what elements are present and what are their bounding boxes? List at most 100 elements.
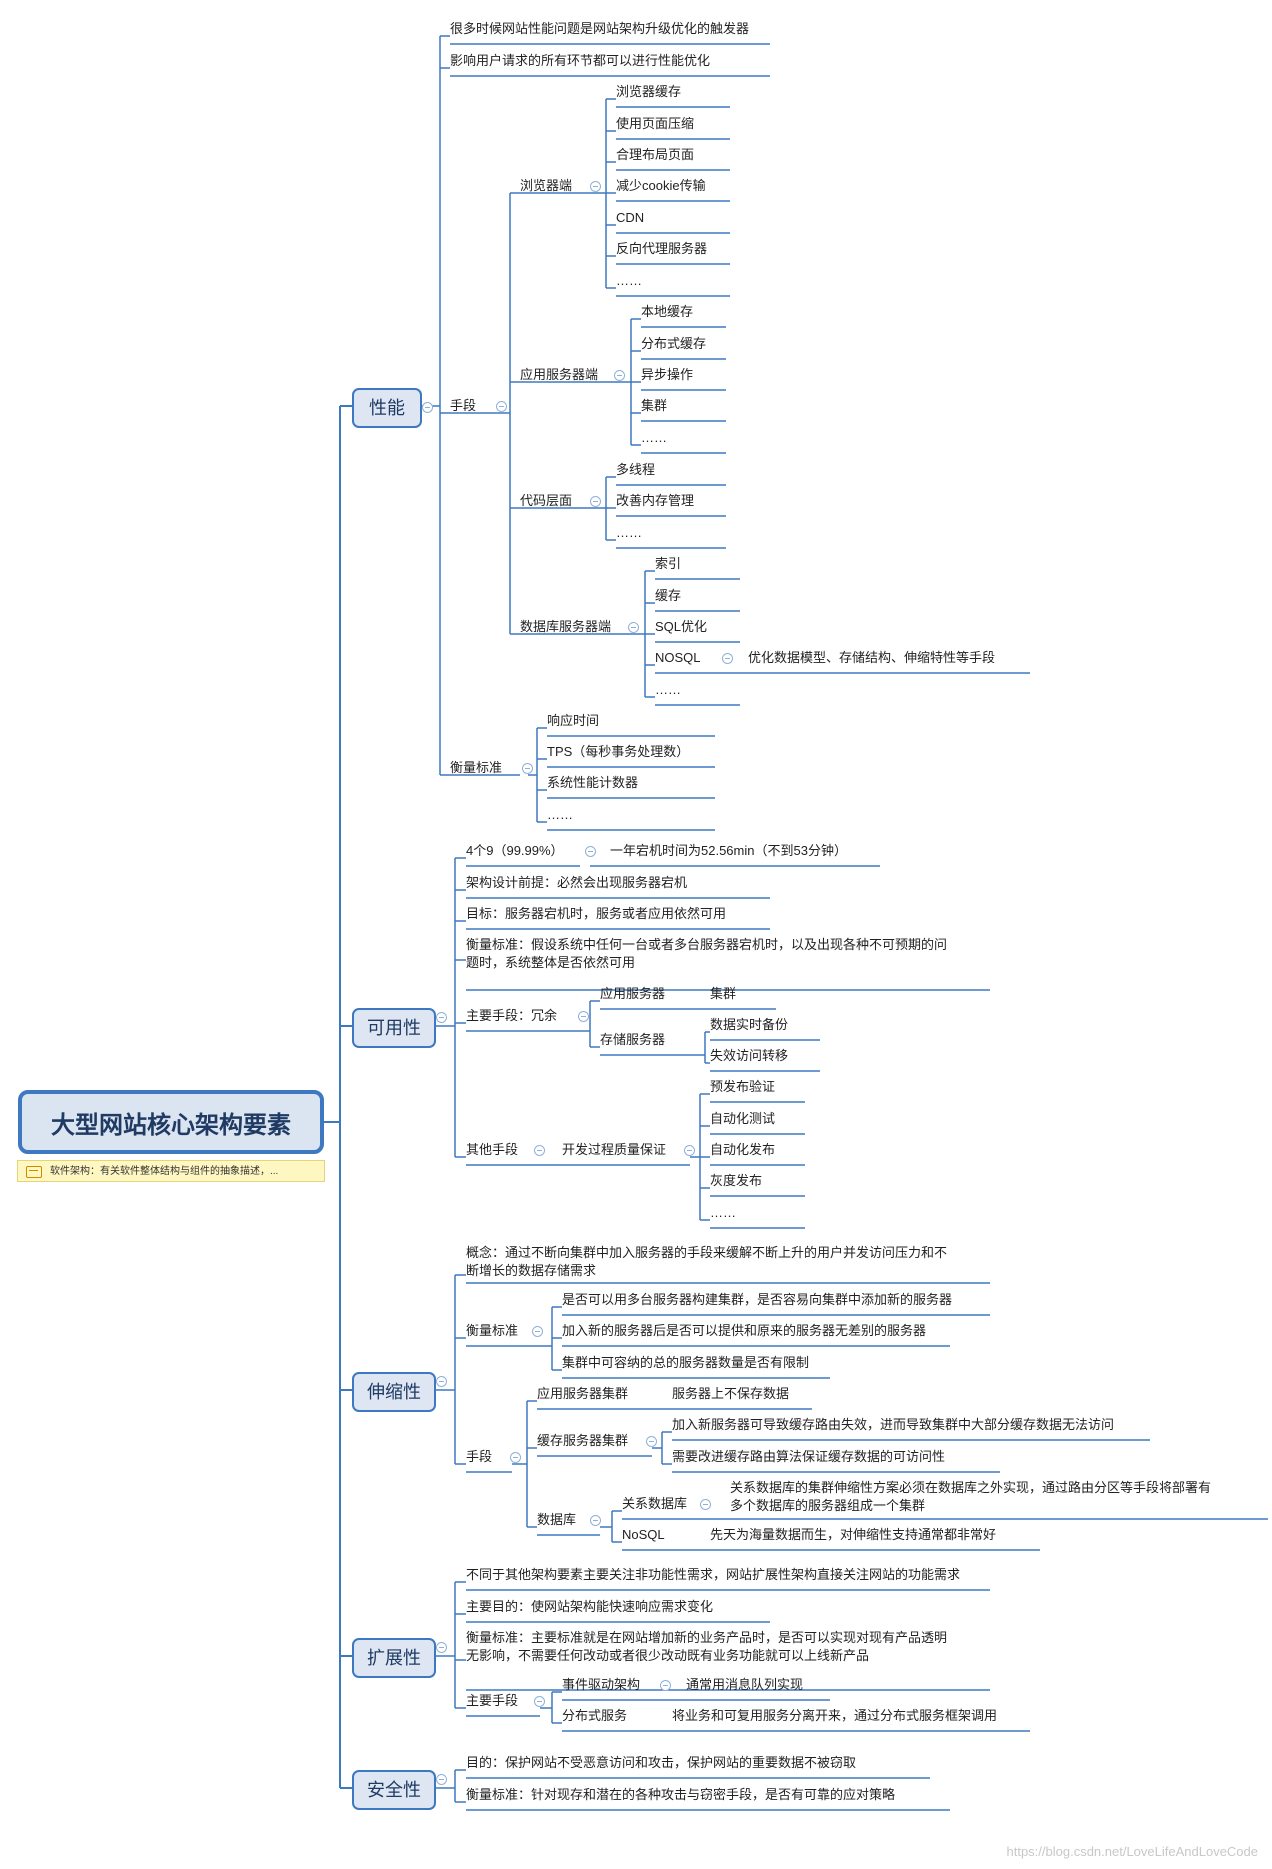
app-item: ……	[641, 430, 667, 445]
scal-nosql-item: 先天为海量数据而生，对伸缩性支持通常都非常好	[710, 1527, 997, 1542]
dev-item: 预发布验证	[710, 1079, 776, 1094]
collapse-icon[interactable]	[590, 1515, 601, 1526]
collapse-icon[interactable]	[422, 402, 433, 413]
db-item: 缓存	[655, 588, 682, 603]
collapse-icon[interactable]	[628, 622, 639, 633]
ext-measure: 衡量标准：主要标准就是在网站增加新的业务产品时，是否可以实现对现有产品透明无影响…	[466, 1630, 948, 1663]
collapse-icon[interactable]	[585, 846, 596, 857]
avail-premise: 架构设计前提：必然会出现服务器宕机	[466, 875, 688, 890]
section-security[interactable]: 安全性	[352, 1770, 436, 1810]
browser-item: 使用页面压缩	[616, 116, 695, 131]
collapse-icon[interactable]	[436, 1376, 447, 1387]
collapse-icon[interactable]	[578, 1011, 589, 1022]
avail-other: 其他手段	[466, 1142, 519, 1157]
scal-rdb: 关系数据库	[622, 1496, 688, 1511]
collapse-icon[interactable]	[722, 653, 733, 664]
browser-item: 减少cookie传输	[616, 178, 706, 193]
db-item: SQL优化	[655, 619, 708, 634]
collapse-icon[interactable]	[510, 1452, 521, 1463]
note-icon	[26, 1166, 42, 1178]
scal-database: 数据库	[537, 1512, 577, 1527]
perf-code: 代码层面	[520, 493, 573, 508]
section-extensibility[interactable]: 扩展性	[352, 1638, 436, 1678]
dev-item: 自动化发布	[710, 1142, 776, 1157]
ext-dist-item: 将业务和可复用服务分离开来，通过分布式服务框架调用	[672, 1708, 998, 1723]
dev-item: 自动化测试	[710, 1111, 776, 1126]
cache-item: 需要改进缓存路由算法保证缓存数据的可访问性	[672, 1449, 946, 1464]
app-item: 分布式缓存	[641, 336, 707, 351]
ext-event: 事件驱动架构	[562, 1677, 641, 1692]
collapse-icon[interactable]	[660, 1680, 671, 1691]
section-availability[interactable]: 可用性	[352, 1008, 436, 1048]
perf-item-trigger: 很多时候网站性能问题是网站架构升级优化的触发器	[450, 21, 750, 36]
collapse-icon[interactable]	[436, 1774, 447, 1785]
scal-measure-item: 加入新的服务器后是否可以提供和原来的服务器无差别的服务器	[562, 1323, 927, 1338]
storage-item: 失效访问转移	[710, 1048, 789, 1063]
storage-item: 数据实时备份	[710, 1017, 789, 1032]
perf-means: 手段	[450, 398, 477, 413]
browser-item: 合理布局页面	[616, 147, 695, 162]
nosql-note: 优化数据模型、存储结构、伸缩特性等手段	[748, 650, 996, 665]
collapse-icon[interactable]	[684, 1145, 695, 1156]
perf-measure: 衡量标准	[450, 760, 503, 775]
avail-app-server: 应用服务器	[600, 986, 666, 1001]
scal-measure-item: 集群中可容纳的总的服务器数量是否有限制	[562, 1355, 810, 1370]
section-performance[interactable]: 性能	[352, 388, 422, 428]
ext-event-item: 通常用消息队列实现	[686, 1677, 804, 1692]
root-note[interactable]: 软件架构：有关软件整体结构与组件的抽象描述，...	[17, 1160, 325, 1182]
measure-item: 响应时间	[547, 713, 600, 728]
section-scalability[interactable]: 伸缩性	[352, 1372, 436, 1412]
sec-goal: 目的：保护网站不受恶意访问和攻击，保护网站的重要数据不被窃取	[466, 1755, 857, 1770]
db-item: ……	[655, 682, 681, 697]
collapse-icon[interactable]	[590, 496, 601, 507]
ext-dist: 分布式服务	[562, 1708, 628, 1723]
measure-item: TPS（每秒事务处理数）	[547, 744, 690, 759]
collapse-icon[interactable]	[436, 1012, 447, 1023]
sec-measure: 衡量标准：针对现存和潜在的各种攻击与窃密手段，是否有可靠的应对策略	[466, 1787, 896, 1802]
collapse-icon[interactable]	[534, 1696, 545, 1707]
browser-item: 浏览器缓存	[616, 84, 682, 99]
collapse-icon[interactable]	[496, 401, 507, 412]
avail-dev: 开发过程质量保证	[562, 1142, 667, 1157]
cache-item: 加入新服务器可导致缓存路由失效，进而导致集群中大部分缓存数据无法访问	[672, 1417, 1115, 1432]
measure-item: ……	[547, 807, 573, 822]
collapse-icon[interactable]	[534, 1145, 545, 1156]
code-item: ……	[616, 525, 642, 540]
collapse-icon[interactable]	[700, 1499, 711, 1510]
collapse-icon[interactable]	[590, 181, 601, 192]
watermark: https://blog.csdn.net/LoveLifeAndLoveCod…	[1006, 1844, 1258, 1859]
app-item: 集群	[641, 398, 668, 413]
scal-measure: 衡量标准	[466, 1323, 519, 1338]
browser-item: 反向代理服务器	[616, 241, 708, 256]
avail-cluster: 集群	[710, 986, 737, 1001]
perf-app-server: 应用服务器端	[520, 367, 599, 382]
avail-nines-note: 一年宕机时间为52.56min（不到53分钟）	[610, 843, 847, 858]
perf-item-all-links: 影响用户请求的所有环节都可以进行性能优化	[450, 53, 711, 68]
scal-measure-item: 是否可以用多台服务器构建集群，是否容易向集群中添加新的服务器	[562, 1292, 953, 1307]
collapse-icon[interactable]	[522, 763, 533, 774]
dev-item: 灰度发布	[710, 1173, 763, 1188]
app-item: 异步操作	[641, 367, 694, 382]
scal-nosql: NoSQL	[622, 1527, 665, 1542]
code-item: 多线程	[616, 462, 656, 477]
ext-item: 不同于其他架构要素主要关注非功能性需求，网站扩展性架构直接关注网站的功能需求	[466, 1567, 961, 1582]
scal-app-cluster-item: 服务器上不保存数据	[672, 1386, 790, 1401]
ext-purpose: 主要目的：使网站架构能快速响应需求变化	[466, 1599, 714, 1614]
perf-browser: 浏览器端	[520, 178, 573, 193]
scal-cache-cluster: 缓存服务器集群	[537, 1433, 629, 1448]
collapse-icon[interactable]	[646, 1436, 657, 1447]
avail-main: 主要手段：冗余	[466, 1008, 558, 1023]
collapse-icon[interactable]	[614, 370, 625, 381]
scal-concept: 概念：通过不断向集群中加入服务器的手段来缓解不断上升的用户并发访问压力和不断增长…	[466, 1245, 948, 1278]
root-topic[interactable]: 大型网站核心架构要素	[18, 1090, 324, 1154]
browser-item: ……	[616, 273, 642, 288]
collapse-icon[interactable]	[532, 1326, 543, 1337]
collapse-icon[interactable]	[436, 1642, 447, 1653]
db-item: NOSQL	[655, 650, 701, 665]
avail-measure: 衡量标准：假设系统中任何一台或者多台服务器宕机时，以及出现各种不可预期的问题时，…	[466, 937, 948, 970]
ext-means: 主要手段	[466, 1693, 519, 1708]
avail-nines: 4个9（99.99%）	[466, 843, 564, 858]
root-note-text: 软件架构：有关软件整体结构与组件的抽象描述，...	[50, 1166, 279, 1177]
